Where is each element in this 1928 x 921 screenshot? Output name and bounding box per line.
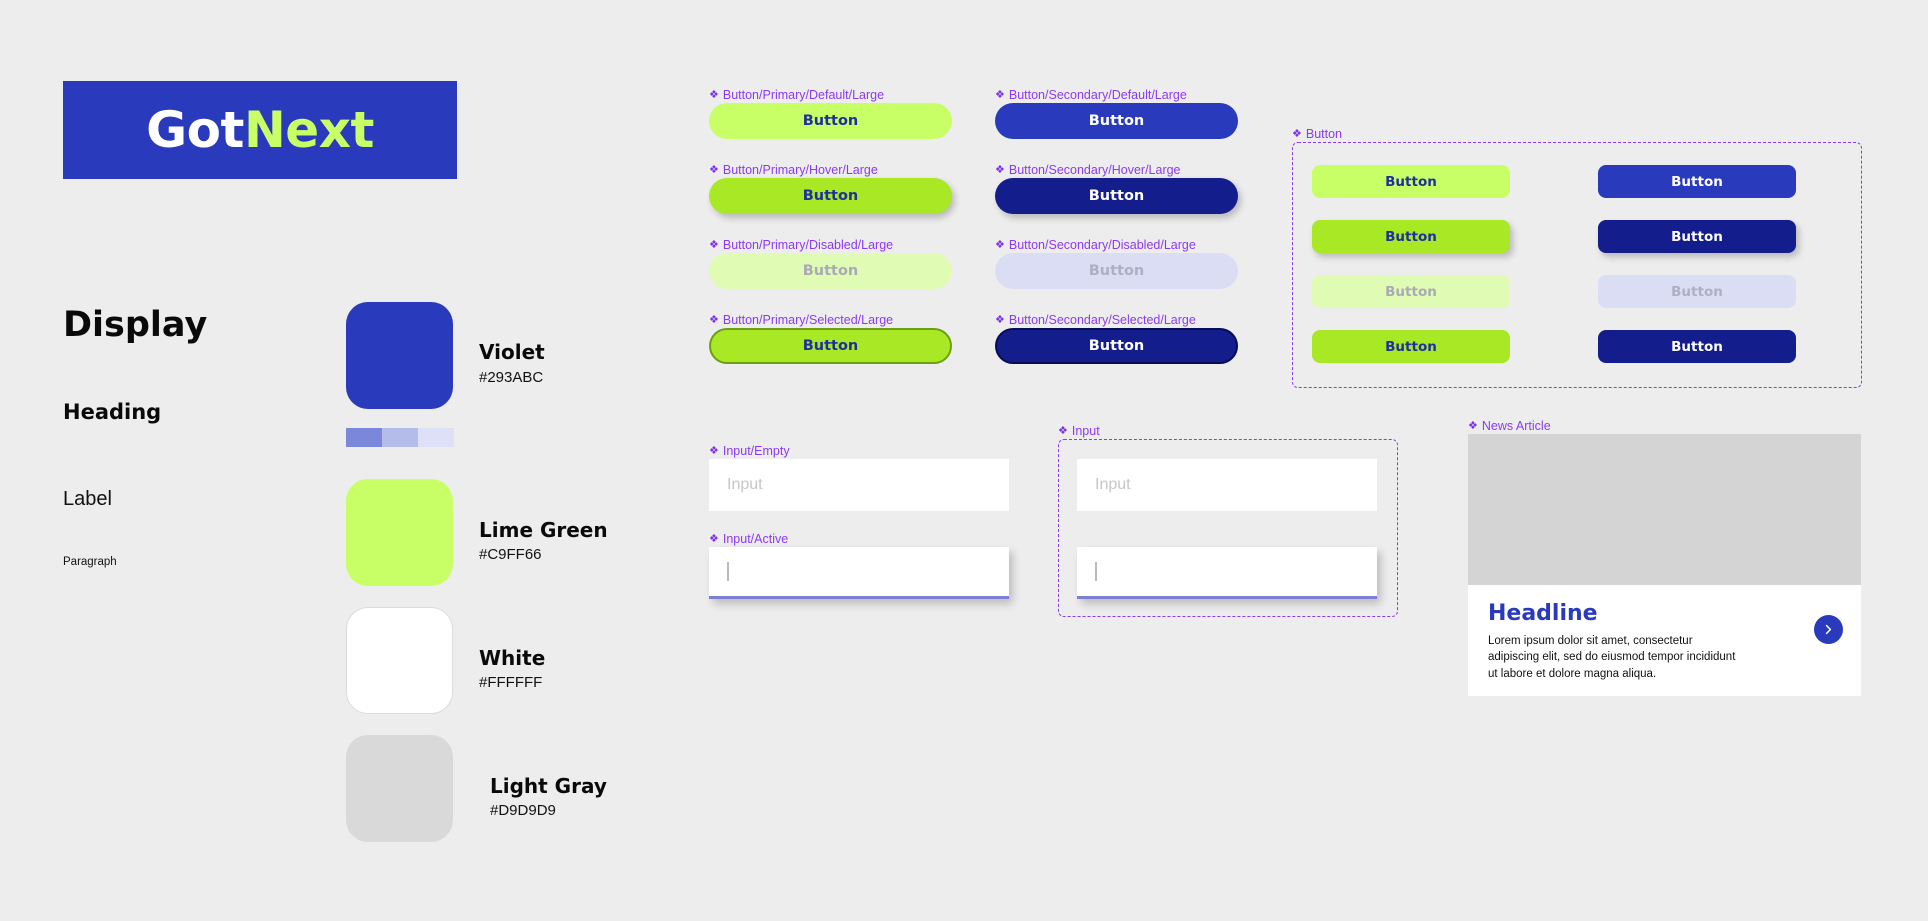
text-caret [727, 562, 729, 581]
spec-label-primary-disabled: ❖ Button/Primary/Disabled/Large [709, 238, 894, 252]
chevron-right-icon[interactable] [1814, 615, 1843, 644]
news-article-card[interactable]: Headline Lorem ipsum dolor sit amet, con… [1468, 434, 1861, 696]
group-button-primary-hover[interactable]: Button [1312, 220, 1510, 253]
type-sample-heading: Heading [63, 400, 162, 424]
figma-diamond-icon: ❖ [709, 238, 719, 251]
spec-label-input-active: ❖ Input/Active [709, 532, 789, 546]
button-secondary-selected[interactable]: Button [995, 328, 1238, 364]
figma-diamond-icon: ❖ [995, 88, 1005, 101]
type-sample-paragraph: Paragraph [63, 556, 117, 568]
group-input-empty[interactable]: Input [1077, 459, 1377, 511]
group-button-primary-default[interactable]: Button [1312, 165, 1510, 198]
figma-diamond-icon: ❖ [709, 532, 719, 545]
input-active[interactable] [709, 547, 1009, 599]
spec-label-primary-default: ❖ Button/Primary/Default/Large [709, 88, 885, 102]
spec-label-input-empty: ❖ Input/Empty [709, 444, 790, 458]
color-hex-violet: #293ABC [479, 369, 544, 386]
spec-label-news-article: ❖ News Article [1468, 419, 1551, 433]
news-body-text: Lorem ipsum dolor sit amet, consectetur … [1488, 635, 1736, 680]
color-swatch-light-gray [346, 735, 453, 842]
figma-diamond-icon: ❖ [709, 444, 719, 457]
figma-diamond-icon: ❖ [709, 88, 719, 101]
spec-label-secondary-hover: ❖ Button/Secondary/Hover/Large [995, 163, 1181, 177]
color-hex-white: #FFFFFF [479, 674, 543, 691]
figma-diamond-icon: ❖ [1292, 127, 1302, 140]
button-primary-default[interactable]: Button [709, 103, 952, 139]
type-sample-label: Label [63, 488, 112, 510]
color-name-light-gray: Light Gray [490, 774, 607, 798]
figma-diamond-icon: ❖ [1058, 424, 1068, 437]
button-primary-hover[interactable]: Button [709, 178, 952, 214]
input-group-frame [1058, 439, 1398, 617]
figma-diamond-icon: ❖ [995, 163, 1005, 176]
spec-label-secondary-selected: ❖ Button/Secondary/Selected/Large [995, 313, 1196, 327]
logo-text-part2: Next [243, 101, 374, 159]
tint-15 [418, 428, 454, 447]
spec-label-secondary-default: ❖ Button/Secondary/Default/Large [995, 88, 1187, 102]
spec-label-button-group: ❖ Button [1292, 127, 1343, 141]
news-headline: Headline [1488, 601, 1598, 626]
spec-label-secondary-disabled: ❖ Button/Secondary/Disabled/Large [995, 238, 1196, 252]
color-name-violet: Violet [479, 340, 545, 364]
input-placeholder-text: Input [1095, 476, 1131, 493]
logo-wordmark: GotNext [146, 101, 374, 159]
button-group-frame [1292, 142, 1862, 388]
figma-diamond-icon: ❖ [995, 238, 1005, 251]
color-hex-lime-green: #C9FF66 [479, 546, 542, 563]
type-sample-display: Display [63, 305, 208, 345]
group-button-primary-disabled: Button [1312, 275, 1510, 308]
news-card-body: Headline Lorem ipsum dolor sit amet, con… [1468, 585, 1861, 696]
button-secondary-hover[interactable]: Button [995, 178, 1238, 214]
tint-60 [346, 428, 382, 447]
button-secondary-default[interactable]: Button [995, 103, 1238, 139]
color-swatch-lime-green [346, 479, 453, 586]
group-input-active[interactable] [1077, 547, 1377, 599]
spec-label-primary-hover: ❖ Button/Primary/Hover/Large [709, 163, 878, 177]
button-primary-selected[interactable]: Button [709, 328, 952, 364]
figma-diamond-icon: ❖ [1468, 419, 1478, 432]
figma-diamond-icon: ❖ [995, 313, 1005, 326]
brand-logo: GotNext [63, 81, 457, 179]
tint-35 [382, 428, 418, 447]
spec-label-input-group: ❖ Input [1058, 424, 1100, 438]
button-secondary-disabled: Button [995, 253, 1238, 289]
group-button-secondary-disabled: Button [1598, 275, 1796, 308]
group-button-secondary-default[interactable]: Button [1598, 165, 1796, 198]
color-hex-light-gray: #D9D9D9 [490, 802, 556, 819]
figma-diamond-icon: ❖ [709, 313, 719, 326]
input-placeholder-text: Input [727, 476, 763, 493]
input-empty[interactable]: Input [709, 459, 1009, 511]
group-button-primary-selected[interactable]: Button [1312, 330, 1510, 363]
logo-text-part1: Got [146, 101, 244, 159]
spec-label-primary-selected: ❖ Button/Primary/Selected/Large [709, 313, 894, 327]
text-caret [1095, 562, 1097, 581]
color-name-white: White [479, 646, 546, 670]
button-primary-disabled: Button [709, 253, 952, 289]
news-thumbnail-image [1468, 434, 1861, 585]
color-swatch-white [346, 607, 453, 714]
group-button-secondary-selected[interactable]: Button [1598, 330, 1796, 363]
violet-tint-strip [346, 428, 454, 447]
color-name-lime-green: Lime Green [479, 518, 608, 542]
figma-diamond-icon: ❖ [709, 163, 719, 176]
color-swatch-violet [346, 302, 453, 409]
group-button-secondary-hover[interactable]: Button [1598, 220, 1796, 253]
